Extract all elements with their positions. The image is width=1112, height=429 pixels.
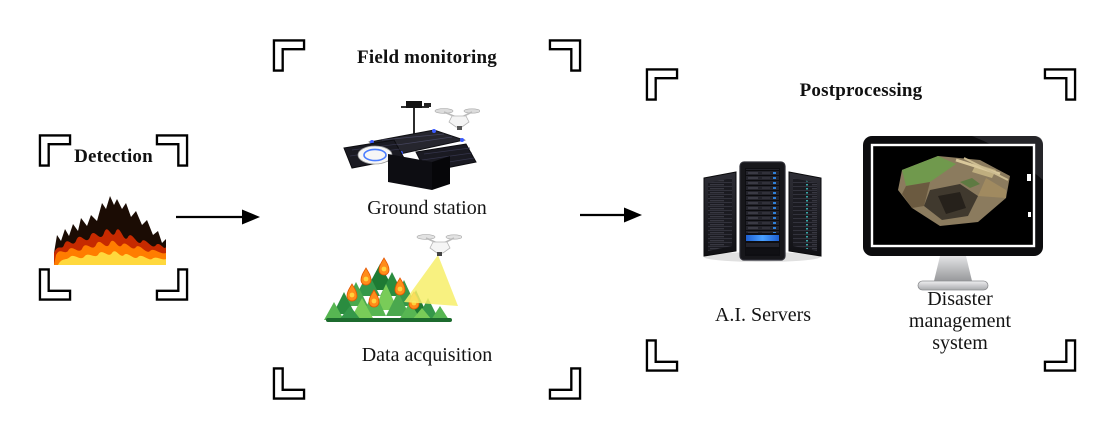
ai-servers-caption: A.I. Servers bbox=[714, 304, 812, 326]
ground-station-caption: Ground station bbox=[367, 197, 487, 219]
corner-bracket-icon bbox=[1043, 338, 1077, 373]
corner-bracket-icon bbox=[38, 133, 72, 168]
field-monitoring-section: Field monitoring bbox=[272, 38, 582, 401]
monitor-terrain-map-icon bbox=[860, 134, 1048, 292]
fire-icon bbox=[54, 193, 166, 265]
server-rack-icon bbox=[700, 151, 825, 263]
corner-bracket-icon bbox=[272, 366, 306, 401]
corner-bracket-icon bbox=[155, 133, 189, 168]
detection-title: Detection bbox=[74, 146, 153, 167]
postprocessing-section: Postprocessing bbox=[645, 67, 1077, 373]
corner-bracket-icon bbox=[272, 38, 306, 73]
data-acquisition-caption: Data acquisition bbox=[361, 344, 493, 366]
field-monitoring-title: Field monitoring bbox=[357, 47, 497, 68]
corner-bracket-icon bbox=[1043, 67, 1077, 102]
field-monitoring-to-postprocessing-arrow bbox=[578, 203, 644, 227]
corner-bracket-icon bbox=[155, 267, 189, 302]
disaster-management-system-caption: Disaster management system bbox=[908, 288, 1012, 354]
corner-bracket-icon bbox=[548, 38, 582, 73]
postprocessing-title: Postprocessing bbox=[799, 80, 923, 101]
detection-section: Detection bbox=[38, 133, 189, 302]
detection-to-field-monitoring-arrow bbox=[174, 205, 262, 229]
corner-bracket-icon bbox=[548, 366, 582, 401]
drone-forest-fire-icon bbox=[322, 228, 462, 327]
corner-bracket-icon bbox=[645, 67, 679, 102]
corner-bracket-icon bbox=[38, 267, 72, 302]
corner-bracket-icon bbox=[645, 338, 679, 373]
ground-station-icon bbox=[338, 98, 480, 195]
